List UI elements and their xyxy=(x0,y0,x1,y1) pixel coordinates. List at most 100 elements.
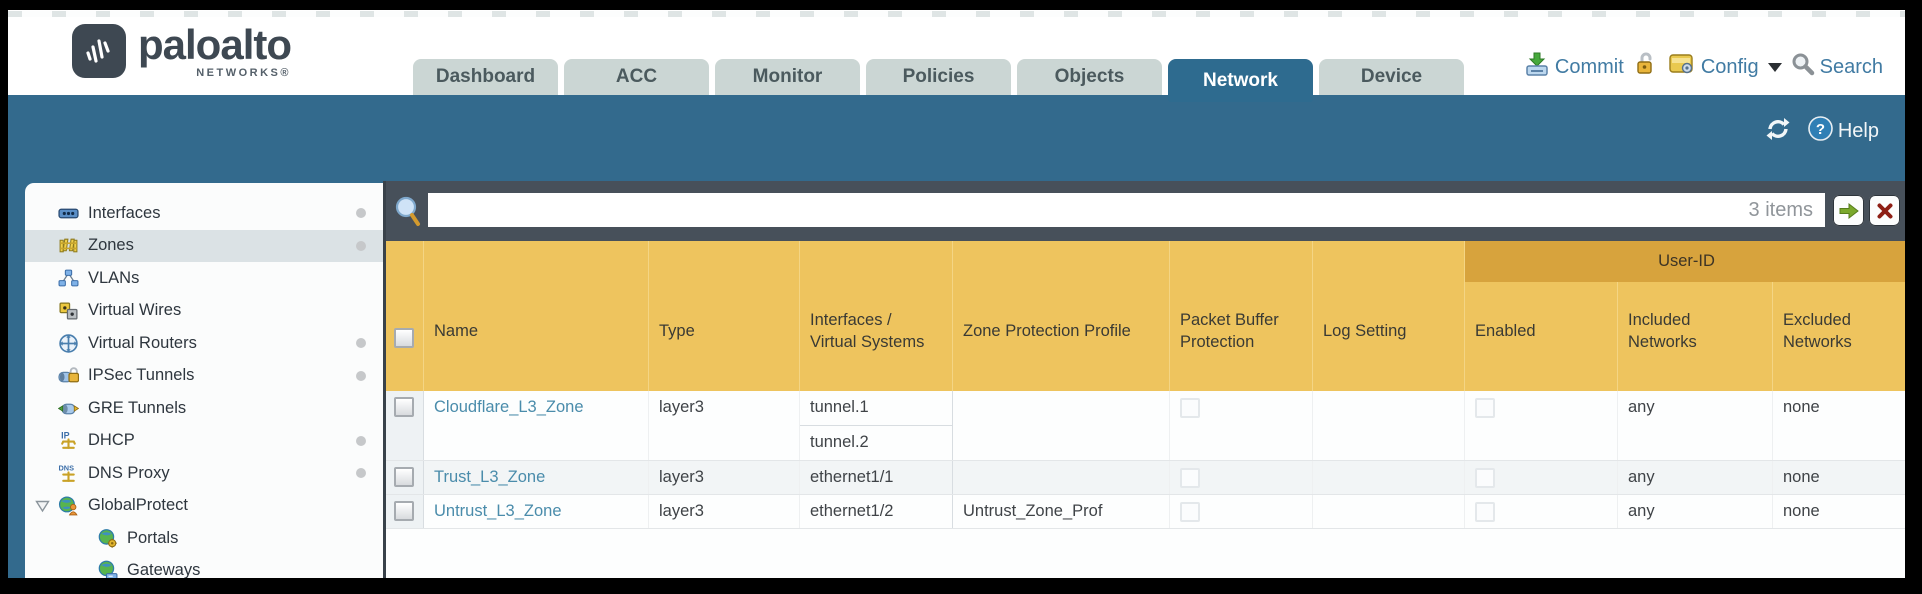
log-setting-cell xyxy=(1313,391,1465,460)
svg-text:DNS: DNS xyxy=(59,463,75,472)
packet-buffer-protection-checkbox[interactable] xyxy=(1180,468,1200,488)
zone-protection-profile-cell xyxy=(953,461,1170,494)
close-icon xyxy=(1877,203,1892,218)
sidebar-item-gateways[interactable]: Gateways xyxy=(25,555,383,578)
tab-acc[interactable]: ACC xyxy=(564,59,709,95)
network-sidebar: Interfaces Zones xyxy=(25,183,383,578)
sidebar-item-virtual-routers[interactable]: Virtual Routers xyxy=(25,327,383,360)
tab-dashboard[interactable]: Dashboard xyxy=(413,59,558,95)
packet-buffer-protection-checkbox[interactable] xyxy=(1180,398,1200,418)
sidebar-item-portals[interactable]: Portals xyxy=(25,522,383,555)
status-dot xyxy=(356,338,366,348)
collapse-triangle-icon[interactable] xyxy=(35,499,50,518)
ipsec-tunnels-icon xyxy=(58,367,79,383)
table-row: Cloudflare_L3_Zone layer3 tunnel.1 tunne… xyxy=(386,391,1905,461)
tab-monitor[interactable]: Monitor xyxy=(715,59,860,95)
help-button[interactable]: ? Help xyxy=(1807,115,1879,148)
zone-interfaces-cell: ethernet1/2 xyxy=(800,495,953,528)
zone-type-cell: layer3 xyxy=(649,495,800,528)
refresh-icon[interactable] xyxy=(1765,116,1791,148)
top-header: paloalto NETWORKS® Dashboard ACC Monitor… xyxy=(8,10,1905,102)
zone-name-link[interactable]: Untrust_L3_Zone xyxy=(424,495,649,528)
commit-button[interactable]: Commit xyxy=(1524,51,1624,83)
included-networks-cell: any xyxy=(1618,461,1773,494)
row-checkbox[interactable] xyxy=(394,501,414,521)
packet-buffer-protection-checkbox[interactable] xyxy=(1180,502,1200,522)
sidebar-item-dhcp[interactable]: IP DHCP xyxy=(25,425,383,458)
search-icon xyxy=(1791,52,1815,82)
sidebar-item-vlans[interactable]: VLANs xyxy=(25,262,383,295)
row-select-cell xyxy=(386,461,424,494)
tab-objects[interactable]: Objects xyxy=(1017,59,1162,95)
tab-network[interactable]: Network xyxy=(1168,59,1313,102)
sidebar-item-label: DHCP xyxy=(88,431,135,450)
sidebar-item-label: Virtual Wires xyxy=(88,301,182,320)
zone-type-cell: layer3 xyxy=(649,391,800,460)
select-all-checkbox[interactable] xyxy=(394,328,414,348)
excluded-networks-cell: none xyxy=(1773,495,1905,528)
sidebar-item-label: DNS Proxy xyxy=(88,463,170,482)
col-header-included-networks[interactable]: Included Networks xyxy=(1618,241,1773,391)
zone-name-link[interactable]: Trust_L3_Zone xyxy=(424,461,649,494)
globalprotect-icon xyxy=(58,496,78,516)
lock-icon[interactable] xyxy=(1633,51,1659,83)
sidebar-item-interfaces[interactable]: Interfaces xyxy=(25,197,383,230)
zone-protection-profile-cell: Untrust_Zone_Prof xyxy=(953,495,1170,528)
user-id-enabled-cell xyxy=(1465,391,1618,460)
user-id-enabled-checkbox[interactable] xyxy=(1475,468,1495,488)
zones-table: User-ID Name Type Interfaces / Virtual S… xyxy=(386,241,1905,529)
user-id-enabled-checkbox[interactable] xyxy=(1475,502,1495,522)
col-header-zone-protection-profile[interactable]: Zone Protection Profile xyxy=(953,241,1170,391)
packet-buffer-protection-cell xyxy=(1170,461,1313,494)
sidebar-item-globalprotect[interactable]: GlobalProtect xyxy=(25,490,383,523)
log-setting-cell xyxy=(1313,461,1465,494)
col-header-interfaces[interactable]: Interfaces / Virtual Systems xyxy=(800,241,953,391)
clear-filter-button[interactable] xyxy=(1869,195,1900,226)
global-search-button[interactable]: Search xyxy=(1791,52,1883,82)
included-networks-cell: any xyxy=(1618,495,1773,528)
user-id-enabled-checkbox[interactable] xyxy=(1475,398,1495,418)
help-icon: ? xyxy=(1807,115,1834,148)
filter-input[interactable] xyxy=(428,193,1749,227)
row-checkbox[interactable] xyxy=(394,467,414,487)
zone-name-link[interactable]: Cloudflare_L3_Zone xyxy=(424,391,649,460)
config-dropdown[interactable]: Config xyxy=(1668,51,1782,83)
interfaces-icon xyxy=(58,208,79,219)
sidebar-item-zones[interactable]: Zones xyxy=(25,229,383,262)
filter-search-icon xyxy=(393,195,423,232)
config-label: Config xyxy=(1700,55,1759,78)
sidebar-item-label: Portals xyxy=(127,528,179,547)
col-header-packet-buffer-protection[interactable]: Packet Buffer Protection xyxy=(1170,241,1313,391)
col-header-log-setting[interactable]: Log Setting xyxy=(1313,241,1465,391)
tab-policies[interactable]: Policies xyxy=(866,59,1011,95)
tab-device[interactable]: Device xyxy=(1319,59,1464,95)
col-header-enabled[interactable]: Enabled xyxy=(1465,241,1618,391)
excluded-networks-cell: none xyxy=(1773,461,1905,494)
zone-protection-profile-cell xyxy=(953,391,1170,460)
table-row: Trust_L3_Zone layer3 ethernet1/1 a xyxy=(386,461,1905,495)
sidebar-item-label: GlobalProtect xyxy=(88,496,188,515)
sidebar-item-label: Virtual Routers xyxy=(88,333,197,352)
sidebar-item-virtual-wires[interactable]: Virtual Wires xyxy=(25,295,383,328)
apply-filter-button[interactable] xyxy=(1833,195,1864,226)
sidebar-item-dns-proxy[interactable]: DNS DNS Proxy xyxy=(25,457,383,490)
col-header-name[interactable]: Name xyxy=(424,241,649,391)
sidebar-item-label: GRE Tunnels xyxy=(88,398,187,417)
table-row: Untrust_L3_Zone layer3 ethernet1/2 Untru… xyxy=(386,495,1905,529)
row-checkbox[interactable] xyxy=(394,397,414,417)
user-id-enabled-cell xyxy=(1465,461,1618,494)
gre-tunnels-icon xyxy=(58,403,79,415)
brand-sub: NETWORKS® xyxy=(196,67,292,79)
table-header: User-ID Name Type Interfaces / Virtual S… xyxy=(386,241,1905,391)
log-setting-cell xyxy=(1313,495,1465,528)
commit-label: Commit xyxy=(1554,55,1624,78)
virtual-wires-icon xyxy=(59,302,78,320)
help-label: Help xyxy=(1837,120,1879,142)
sidebar-item-gre-tunnels[interactable]: GRE Tunnels xyxy=(25,392,383,425)
vlans-icon xyxy=(58,269,79,287)
config-icon xyxy=(1668,51,1696,83)
commit-icon xyxy=(1524,51,1550,83)
col-header-type[interactable]: Type xyxy=(649,241,800,391)
sidebar-item-ipsec-tunnels[interactable]: IPSec Tunnels xyxy=(25,360,383,393)
col-header-excluded-networks[interactable]: Excluded Networks xyxy=(1773,241,1905,391)
